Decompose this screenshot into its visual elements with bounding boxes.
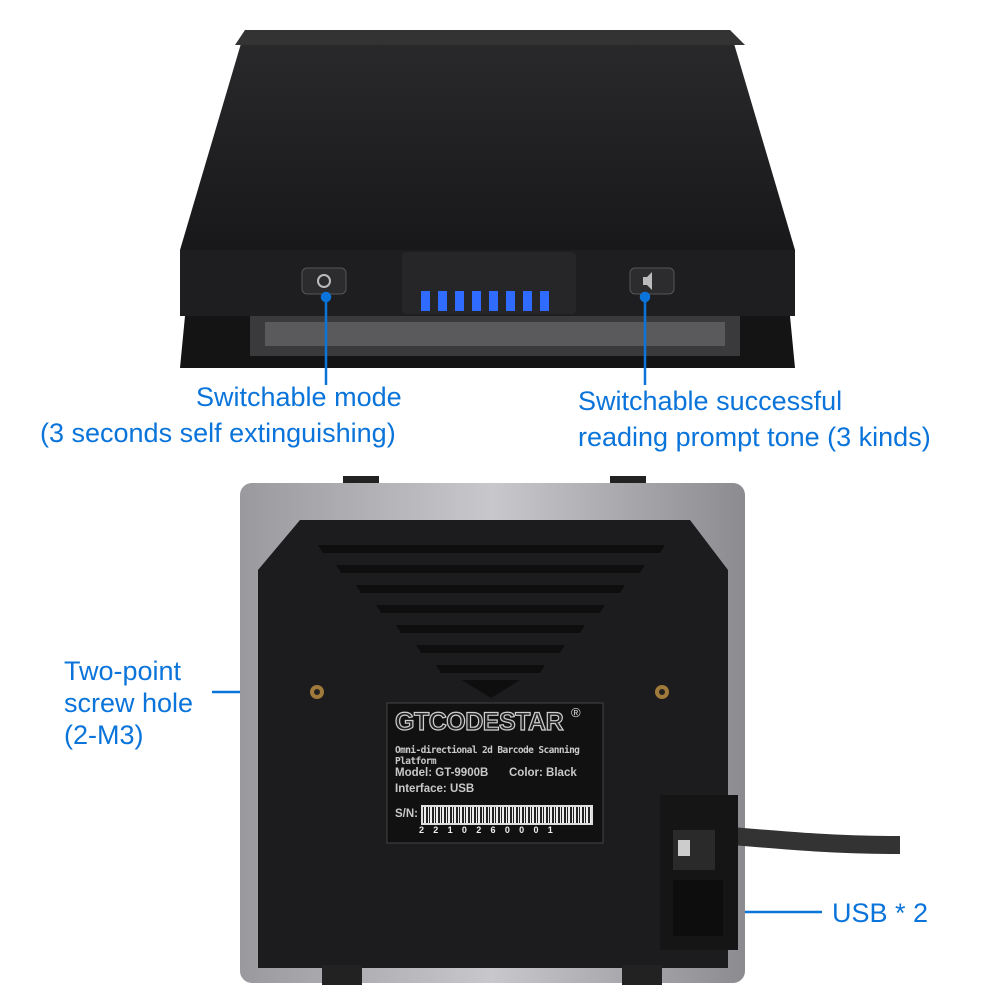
- label-interface: Interface: USB: [395, 783, 475, 795]
- label-model: Model: GT-9900B: [395, 767, 489, 779]
- callout-screw-line3: (2-M3): [64, 720, 144, 750]
- callout-tone-line1: Switchable successful: [578, 386, 843, 416]
- callout-screw-line2: screw hole: [64, 688, 194, 718]
- brand-logo: GTCODESTAR: [394, 707, 564, 736]
- product-label: GTCODESTAR ® Omni-directional 2d Barcode…: [389, 705, 601, 841]
- led-indicators: [421, 291, 549, 311]
- scanner-top-view: [180, 30, 795, 368]
- callout-tone-line2: reading prompt tone (3 kinds): [578, 422, 931, 452]
- speaker-button-icon[interactable]: [629, 267, 675, 295]
- screw-hole-icon: [310, 685, 324, 699]
- barcode: [421, 805, 593, 825]
- screw-hole-icon: [655, 685, 669, 699]
- scanner-bottom-view: [240, 476, 901, 985]
- serial-number: 2210260001: [419, 825, 563, 835]
- label-subtitle: Omni-directional 2d Barcode Scanning Pla…: [395, 745, 580, 767]
- callout-mode-line1: Switchable mode: [196, 382, 402, 412]
- callout-mode-line2: (3 seconds self extinguishing): [40, 418, 396, 448]
- callout-screw-line1: Two-point: [64, 656, 182, 686]
- vent-slots: [318, 545, 665, 698]
- mode-button-icon[interactable]: [301, 267, 347, 295]
- callout-usb: USB * 2: [832, 898, 929, 928]
- label-sn: S/N:: [395, 808, 418, 820]
- registered-mark: ®: [571, 705, 581, 720]
- usb-cable: [719, 826, 901, 854]
- label-color: Color: Black: [509, 767, 577, 779]
